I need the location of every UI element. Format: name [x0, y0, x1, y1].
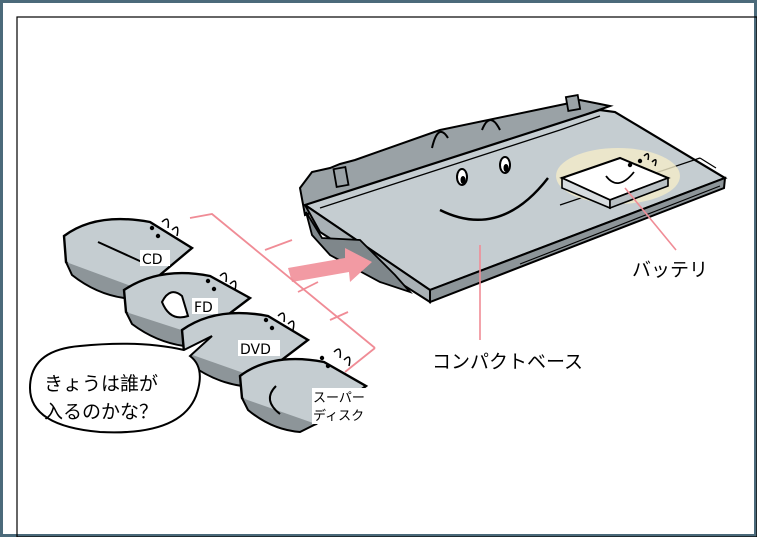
cd-module: CD [62, 217, 195, 300]
super-disk-module: スーパー ディスク [238, 348, 378, 434]
inner-border [16, 16, 757, 537]
battery-label: バッテリ [632, 259, 708, 281]
battery-leader [624, 187, 677, 251]
super-disk-label-line1: スーパー [313, 391, 365, 406]
cd-label: CD [142, 252, 163, 268]
compact-base-label: コンパクトベース [432, 351, 583, 373]
speech-bubble: きょうは誰が 入るのかな？ [28, 335, 213, 434]
module-bracket [189, 213, 376, 373]
speech-bubble-line1: きょうは誰が [44, 373, 158, 395]
insert-arrow [288, 248, 372, 282]
super-disk-label-line2: ディスク [313, 408, 364, 424]
fd-label: FD [194, 300, 213, 316]
dvd-label: DVD [240, 342, 271, 358]
compact-base-device [298, 94, 728, 304]
speech-bubble-line2: 入るのかな？ [44, 401, 158, 423]
